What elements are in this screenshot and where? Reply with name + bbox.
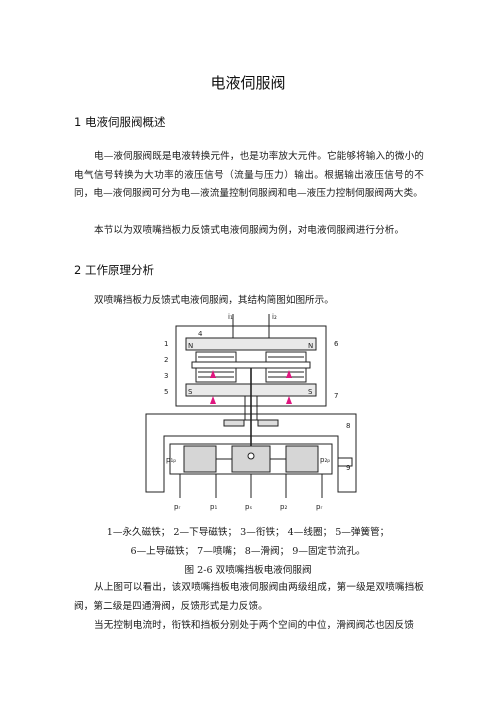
paragraph-example: 本节以为双喷嘴挡板力反馈式电液伺服阀为例，对电液伺服阀进行分析。 [74, 222, 424, 241]
paragraph-overview-text: 电—液伺服阀既是电液转换元件，也是功率放大元件。它能够将输入的微小的电气信号转换… [74, 151, 424, 199]
paragraph-structure-text: 从上图可以看出，该双喷嘴挡板电液伺服阀由两级组成，第一级是双喷嘴挡板阀，第二级是… [74, 582, 424, 612]
paragraph-overview: 电—液伺服阀既是电液转换元件，也是功率放大元件。它能够将输入的微小的电气信号转换… [74, 148, 424, 204]
fixed-orifice [337, 457, 353, 467]
label-s-left: S [188, 388, 193, 396]
label-8: 8 [346, 422, 350, 430]
label-ps: pₛ [245, 503, 252, 511]
label-2: 2 [164, 356, 168, 364]
flow-arrows [210, 370, 292, 404]
label-9: 9 [346, 464, 350, 472]
paragraph-structure: 从上图可以看出，该双喷嘴挡板电液伺服阀由两级组成，第一级是双喷嘴挡板阀，第二级是… [74, 579, 424, 616]
label-3: 3 [164, 372, 168, 380]
label-p1: p₁ [210, 503, 217, 511]
section-heading-principle: 2 工作原理分析 [74, 263, 154, 277]
label-p2: p₂ [280, 503, 287, 511]
servo-valve-diagram: i₁ i₂ 1 2 3 4 5 6 7 8 9 N N S S p₁ₚ p₂ₚ … [145, 313, 357, 511]
figure-intro-text: 双喷嘴挡板力反馈式电液伺服阀，其结构简图如图所示。 [94, 295, 334, 306]
label-7: 7 [334, 392, 338, 400]
nozzle-right [257, 419, 279, 427]
nozzle-left [223, 419, 245, 427]
figure-caption: 图 2-6 双喷嘴挡板电液伺服阀 [184, 565, 312, 576]
label-s-right: S [308, 388, 313, 396]
paragraph-no-current: 当无控制电流时，衔铁和挡板分别处于两个空间的中位，滑阀阀芯也因反馈 [74, 617, 424, 636]
label-1: 1 [164, 340, 168, 348]
valve-body [145, 413, 357, 493]
label-6: 6 [334, 340, 339, 348]
label-i1: i₁ [228, 313, 233, 321]
label-i2: i₂ [272, 313, 277, 321]
page-title: 电液伺服阀 [210, 74, 286, 92]
paragraph-no-current-text: 当无控制电流时，衔铁和挡板分别处于两个空间的中位，滑阀阀芯也因反馈 [94, 620, 414, 631]
figure-legend-line-2: 6—上导磁铁； 7—喷嘴； 8—滑阀； 9—固定节流孔。 [130, 546, 366, 557]
label-pr: pᵣ [174, 503, 180, 511]
label-pr-right: pᵣ [316, 503, 322, 511]
armature [191, 361, 311, 369]
section-heading-overview: 1 电液伺服阀概述 [74, 115, 166, 129]
figure-legend-line-1: 1—永久磁铁； 2—下导磁铁； 3—衔铁； 4—线圈； 5—弹簧管； [106, 527, 390, 538]
upper-pole-piece [185, 337, 317, 351]
label-5: 5 [164, 388, 168, 396]
label-4: 4 [198, 330, 203, 338]
label-n-right: N [308, 342, 313, 350]
label-p1p: p₁ₚ [166, 456, 176, 464]
paragraph-example-text: 本节以为双喷嘴挡板力反馈式电液伺服阀为例，对电液伺服阀进行分析。 [94, 225, 405, 236]
label-p2p: p₂ₚ [320, 456, 330, 464]
spool [183, 445, 319, 473]
label-n-left: N [188, 342, 193, 350]
